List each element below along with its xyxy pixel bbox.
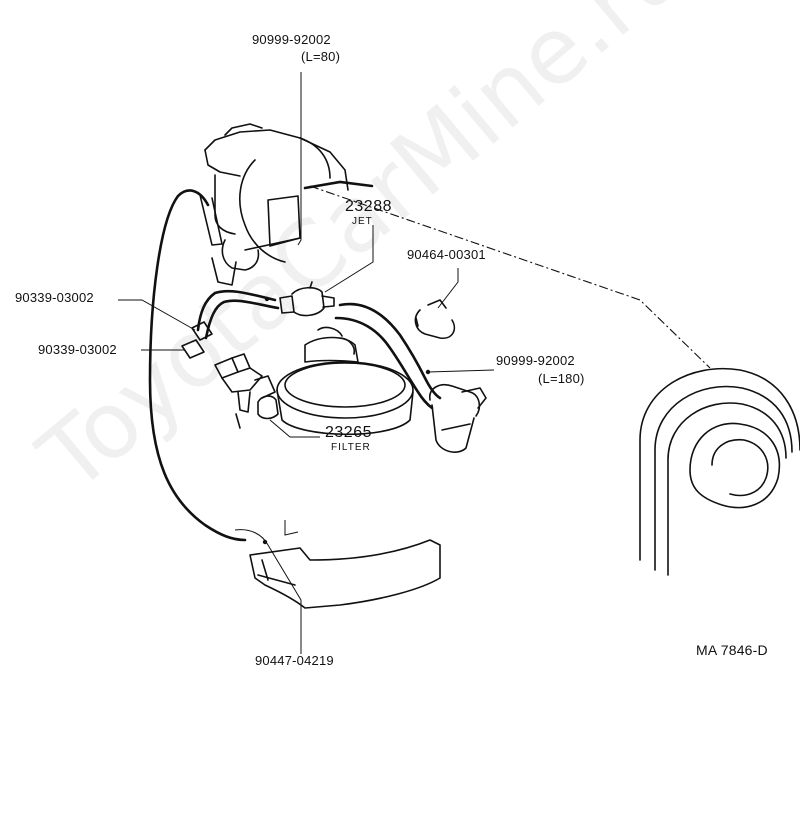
diaphragm-unit	[429, 384, 487, 453]
hose-l80	[196, 289, 280, 340]
callout-jet-part-no: 23288	[345, 198, 392, 215]
long-hose	[148, 189, 247, 542]
callout-jet-desc: JET	[352, 216, 373, 227]
reference-line	[309, 185, 711, 369]
callout-plug-lower-part-no: 90339-03002	[38, 342, 117, 357]
callout-filter-desc: FILTER	[331, 442, 371, 453]
callout-hose-top-spec: (L=80)	[301, 49, 341, 64]
callout-clip-part-no: 90464-00301	[407, 247, 486, 262]
hose-l180	[334, 302, 442, 410]
hose-clip	[414, 299, 456, 340]
callout-hose-right-part-no: 90999-92002	[496, 353, 575, 368]
callout-clamp-bottom-part-no: 90447-04219	[255, 653, 334, 668]
vacuum-switch	[214, 353, 279, 429]
air-cleaner	[276, 326, 414, 436]
callout-plug-upper-part-no: 90339-03002	[15, 290, 94, 305]
callout-hose-top-part-no: 90999-92002	[252, 32, 331, 47]
vacuum-plugs	[181, 321, 213, 359]
jet-fitting	[279, 281, 335, 317]
illustration-code: MA 7846-D	[696, 642, 768, 658]
pulley	[639, 367, 800, 576]
callout-hose-right-spec: (L=180)	[538, 371, 585, 386]
callout-filter-part-no: 23265	[325, 424, 372, 441]
engine-base	[234, 520, 441, 609]
leader-lines	[118, 72, 495, 654]
